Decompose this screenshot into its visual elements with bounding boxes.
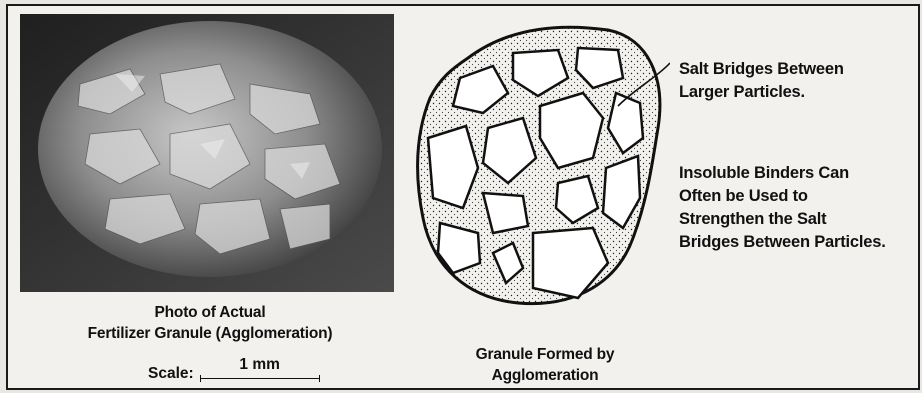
annotation-binder-line1: Insoluble Binders Can <box>679 162 919 185</box>
annotation-salt-bridges: Salt Bridges Between Larger Particles. <box>679 58 899 104</box>
scale-label: Scale: <box>148 365 194 383</box>
diagram-caption-line2: Agglomeration <box>440 365 650 386</box>
scale-bar-tick-left <box>200 375 201 382</box>
annotation-salt-line1: Salt Bridges Between <box>679 58 899 81</box>
annotation-binder-line4: Bridges Between Particles. <box>679 231 919 254</box>
scale-bar-tick-right <box>319 375 320 382</box>
granule-photo <box>20 14 394 292</box>
diagram-caption-line1: Granule Formed by <box>440 344 650 365</box>
annotation-insoluble-binders: Insoluble Binders Can Often be Used to S… <box>679 162 919 254</box>
granule-diagram <box>408 18 670 316</box>
scale-bar-line <box>200 378 320 379</box>
annotation-binder-line3: Strengthen the Salt <box>679 208 919 231</box>
diagram-caption: Granule Formed by Agglomeration <box>440 344 650 386</box>
annotation-binder-line2: Often be Used to <box>679 185 919 208</box>
photo-caption-line2: Fertilizer Granule (Agglomeration) <box>40 323 380 344</box>
photo-caption: Photo of Actual Fertilizer Granule (Aggl… <box>40 302 380 344</box>
annotation-salt-line2: Larger Particles. <box>679 81 899 104</box>
scale-value: 1 mm <box>200 356 320 374</box>
scale-bar: 1 mm <box>200 363 320 385</box>
particle <box>533 228 608 298</box>
photo-caption-line1: Photo of Actual <box>40 302 380 323</box>
scale-indicator: Scale: 1 mm <box>148 362 320 386</box>
